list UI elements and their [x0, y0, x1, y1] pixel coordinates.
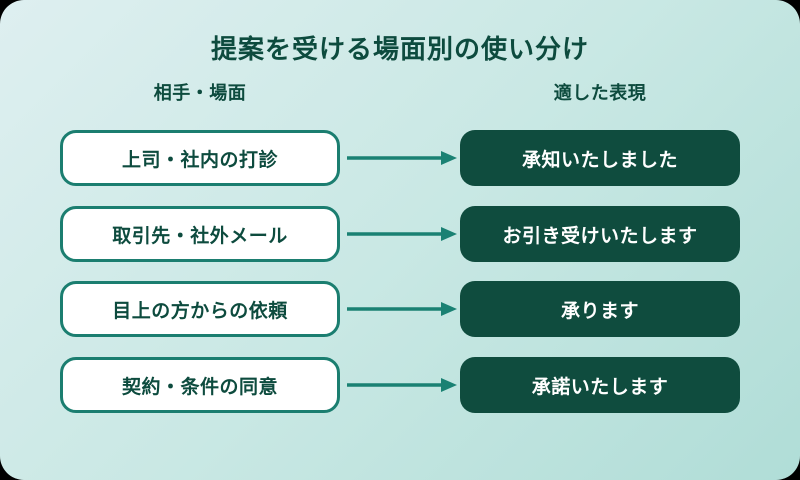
scene-box: 目上の方からの依頼 [60, 281, 340, 337]
expression-box: お引き受けいたします [460, 206, 740, 262]
mapping-row: 目上の方からの依頼 承ります [0, 281, 800, 337]
scene-box: 取引先・社外メール [60, 206, 340, 262]
expression-box: 承ります [460, 281, 740, 337]
scene-label: 目上の方からの依頼 [112, 300, 288, 322]
expression-box: 承諾いたします [460, 357, 740, 413]
arrow-right-icon [347, 302, 457, 316]
mapping-row: 上司・社内の打診 承知いたしました [0, 130, 800, 186]
column-header-scene: 相手・場面 [153, 83, 247, 103]
expression-label: 承知いたしました [521, 149, 678, 171]
page-title: 提案を受ける場面別の使い分け [210, 34, 589, 64]
scene-label: 取引先・社外メール [112, 225, 288, 247]
scene-label: 契約・条件の同意 [121, 376, 278, 398]
scene-label: 上司・社内の打診 [121, 149, 278, 171]
arrow-right-icon [347, 378, 457, 392]
expression-label: 承ります [560, 300, 639, 322]
mapping-row: 契約・条件の同意 承諾いたします [0, 357, 800, 413]
expression-box: 承知いたしました [460, 130, 740, 186]
column-header-expression: 適した表現 [553, 83, 647, 103]
scene-box: 契約・条件の同意 [60, 357, 340, 413]
arrow-right-icon [347, 151, 457, 165]
scene-box: 上司・社内の打診 [60, 130, 340, 186]
expression-label: 承諾いたします [531, 376, 669, 398]
expression-label: お引き受けいたします [502, 225, 698, 247]
arrow-right-icon [347, 227, 457, 241]
mapping-row: 取引先・社外メール お引き受けいたします [0, 206, 800, 262]
